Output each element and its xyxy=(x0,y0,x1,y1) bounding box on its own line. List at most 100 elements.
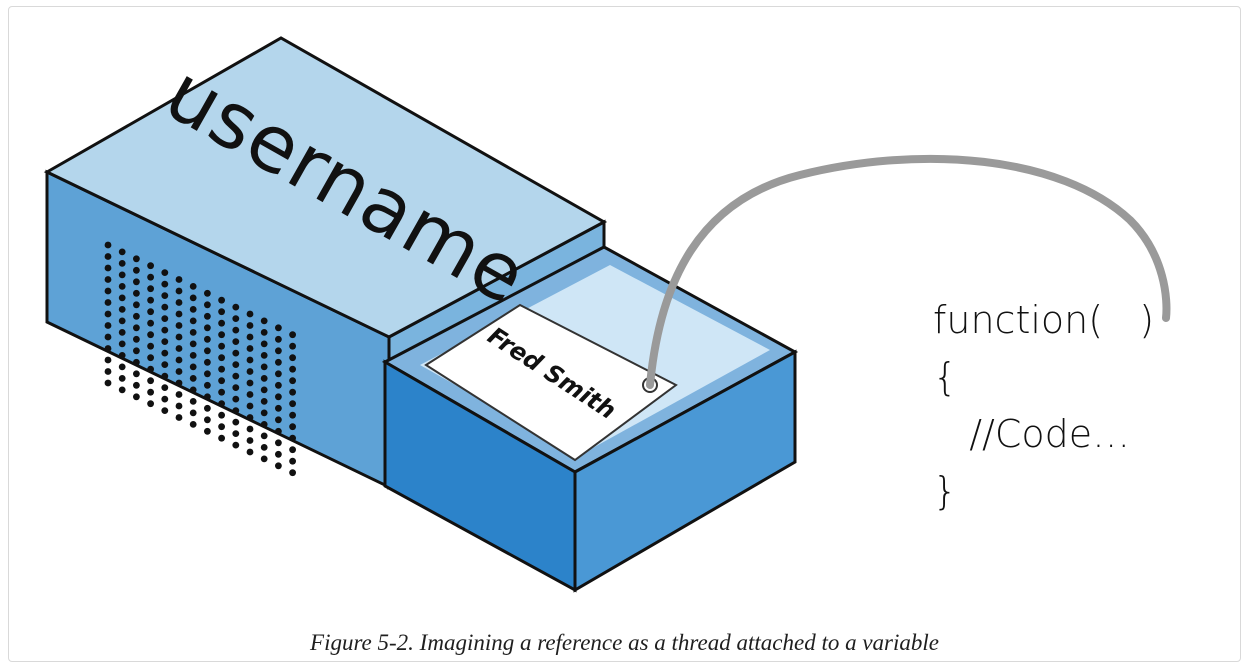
vent-dot xyxy=(246,333,254,341)
vent-dot xyxy=(118,260,126,267)
vent-dot xyxy=(147,388,155,396)
vent-dot xyxy=(104,287,112,295)
vent-dot xyxy=(204,427,211,435)
vent-dot xyxy=(104,299,112,306)
vent-dot xyxy=(218,308,226,316)
vent-dot xyxy=(161,407,169,414)
vent-dot xyxy=(133,335,140,343)
vent-dot xyxy=(232,430,240,437)
vent-dot xyxy=(289,400,296,408)
vent-dot xyxy=(118,283,126,290)
vent-dot xyxy=(189,283,197,290)
vent-dot xyxy=(161,338,169,345)
vent-dot xyxy=(104,333,112,341)
name-tag-icon: Fred Smith xyxy=(424,303,678,462)
vent-dot xyxy=(104,322,112,329)
vent-dot xyxy=(246,379,254,387)
vent-dot xyxy=(246,345,254,352)
vent-dot xyxy=(161,361,169,368)
vent-dot xyxy=(104,241,112,249)
vent-dot xyxy=(118,340,126,348)
vent-dot xyxy=(161,384,169,391)
vent-dot xyxy=(289,434,296,442)
vent-dot xyxy=(118,352,126,359)
vent-dot xyxy=(189,317,197,325)
vent-dot xyxy=(218,423,226,431)
vent-dot xyxy=(218,365,226,373)
vent-dot xyxy=(147,273,155,281)
vent-dot xyxy=(147,342,155,350)
vent-dot xyxy=(246,322,254,329)
vent-dot xyxy=(147,365,155,373)
vent-dot xyxy=(189,409,197,417)
vent-dot xyxy=(147,262,155,270)
vent-dot xyxy=(189,375,197,382)
vent-dot xyxy=(133,255,140,263)
vent-dot xyxy=(133,301,140,309)
vent-dot xyxy=(175,414,183,421)
vent-dot xyxy=(218,377,226,385)
vent-dot xyxy=(133,347,140,355)
code-line: { xyxy=(933,355,958,399)
vent-dot xyxy=(218,400,226,408)
vent-dot xyxy=(218,411,226,419)
vent-dot xyxy=(175,345,183,352)
vent-dot xyxy=(232,361,240,368)
vent-dot xyxy=(175,276,183,283)
vent-dot xyxy=(175,356,183,364)
vent-dot xyxy=(118,363,126,371)
vent-dot xyxy=(161,292,169,299)
vent-dot xyxy=(246,391,254,398)
vent-dot xyxy=(218,342,226,350)
vent-dot xyxy=(260,352,268,359)
vent-dot xyxy=(175,299,183,306)
vent-dot xyxy=(232,315,240,322)
vent-dot xyxy=(175,310,183,318)
vent-dot xyxy=(147,354,155,362)
vent-dot xyxy=(161,280,169,288)
vent-dot xyxy=(118,386,126,394)
vent-dot xyxy=(175,379,183,387)
vent-dot xyxy=(147,400,155,408)
vent-dot xyxy=(275,324,282,332)
vent-dot xyxy=(118,271,126,279)
vent-dot xyxy=(118,294,126,302)
vent-dot xyxy=(175,322,183,329)
code-block: function( ){ //Code…} xyxy=(933,292,1154,520)
vent-dot xyxy=(232,395,240,403)
vent-dot xyxy=(275,416,282,424)
vent-dot xyxy=(161,372,169,380)
name-card xyxy=(424,303,678,462)
vent-dot xyxy=(232,441,240,449)
vent-dot xyxy=(204,289,211,297)
vent-dot xyxy=(189,398,197,405)
vent-dot xyxy=(246,425,254,433)
vent-dot xyxy=(133,393,140,401)
vent-dot xyxy=(104,264,112,272)
vent-dot xyxy=(289,411,296,419)
vent-dot xyxy=(175,402,183,410)
vent-dot xyxy=(118,306,126,313)
vent-dot xyxy=(260,444,268,451)
vent-dot xyxy=(260,421,268,428)
box-top-face xyxy=(43,36,608,339)
vent-dot xyxy=(232,418,240,426)
vent-dot xyxy=(204,381,211,389)
vent-dot xyxy=(204,393,211,401)
vent-dot xyxy=(289,457,296,465)
vent-dot xyxy=(104,379,112,387)
vent-dot xyxy=(260,386,268,394)
vent-dot xyxy=(218,331,226,339)
vent-dot xyxy=(260,432,268,440)
vent-dot xyxy=(260,340,268,348)
vent-dot xyxy=(104,345,112,352)
vent-dot xyxy=(246,402,254,410)
vent-dot xyxy=(275,370,282,378)
vent-dot xyxy=(175,333,183,341)
vent-dot xyxy=(289,331,296,339)
vent-dot xyxy=(104,368,112,375)
vent-dot xyxy=(246,414,254,421)
vent-dot xyxy=(175,391,183,398)
vent-dot xyxy=(118,375,126,382)
vent-dot xyxy=(189,306,197,313)
